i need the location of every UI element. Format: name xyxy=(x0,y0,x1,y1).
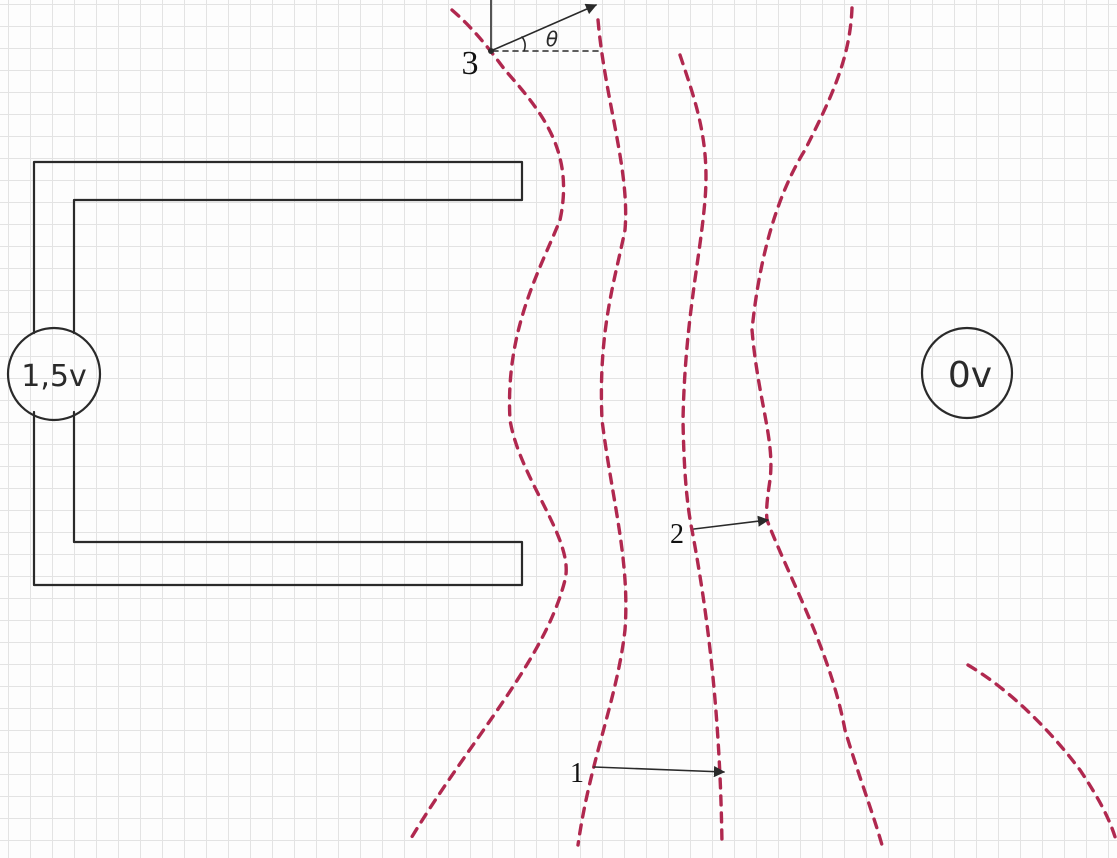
point-1-field-vector xyxy=(593,766,726,778)
field-line-1 xyxy=(408,8,568,842)
ground-circle xyxy=(920,326,1014,420)
angle-arc xyxy=(521,36,526,52)
ground-voltage-label: 0v xyxy=(948,355,992,396)
field-line-4 xyxy=(750,6,884,847)
circuit-wire-lower xyxy=(32,410,524,587)
field-line-5 xyxy=(966,663,1117,842)
field-line-3 xyxy=(678,53,724,847)
point-2-field-vector xyxy=(693,515,770,530)
point-3-label: 3 xyxy=(462,45,479,82)
point-3-dot xyxy=(488,48,494,54)
angle-theta-label: θ xyxy=(546,27,558,51)
point-3-field-vector xyxy=(492,3,598,51)
point-1-label: 1 xyxy=(570,758,584,789)
circuit-wire-outer xyxy=(32,160,524,335)
point-2-label: 2 xyxy=(670,519,684,550)
battery-voltage-label: 1,5v xyxy=(21,359,86,394)
battery-circle xyxy=(6,326,102,422)
field-line-2 xyxy=(576,18,628,847)
